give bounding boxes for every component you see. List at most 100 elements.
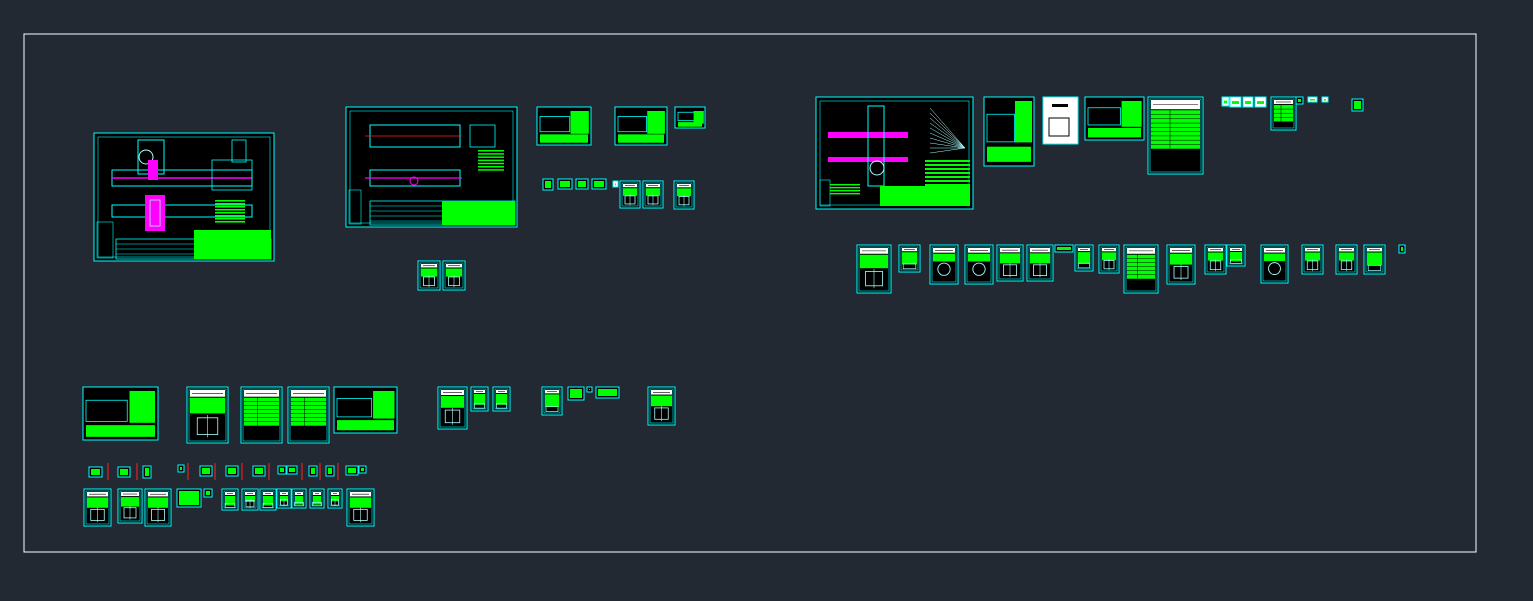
thumbnail-sheet-3[interactable] [575,178,589,190]
detail-sheet-27[interactable] [437,386,468,430]
detail-sheet-14[interactable] [1074,244,1094,272]
thumbnail-sheet-4[interactable] [591,178,607,190]
mini-assembly-sheet-6[interactable] [333,386,398,434]
white-sheet[interactable] [1042,96,1079,145]
thumbnail-sheet-15[interactable] [1398,244,1406,254]
column-assembly-sheet[interactable] [815,96,974,210]
detail-sheet-11[interactable] [964,244,994,285]
detail-sheet-22[interactable] [1335,244,1358,275]
thumbnail-sheet-9[interactable] [1254,96,1267,108]
thumbnail-sheet-20[interactable] [117,466,131,478]
detail-sheet-41[interactable] [309,488,325,509]
thumbnail-sheet-7[interactable] [1229,96,1242,108]
mini-assembly-sheet-5[interactable] [1084,96,1145,141]
thumbnail-sheet-1[interactable] [542,178,554,191]
detail-sheet-37[interactable] [241,488,259,511]
detail-sheet-28[interactable] [470,386,489,412]
detail-sheet-24[interactable] [186,386,229,444]
detail-sheet-20[interactable] [1260,244,1289,284]
thumbnail-sheet-31[interactable] [358,465,367,474]
detail-sheet-5[interactable] [417,260,441,291]
sheet-fill [180,467,182,470]
section-view [469,124,496,148]
detail-sheet-9[interactable] [898,244,921,273]
detail-sheet-10[interactable] [929,244,959,285]
part-outline [294,501,304,507]
detail-sheet-36[interactable] [221,488,239,511]
detail-sheet-1[interactable] [1147,96,1204,175]
beam-assembly-sheet[interactable] [345,106,518,228]
detail-sheet-25[interactable] [240,386,283,444]
thumbnail-sheet-27[interactable] [286,465,298,475]
thumbnail-sheet-2[interactable] [557,178,573,190]
thumbnail-sheet-11[interactable] [1307,96,1318,103]
thumbnail-sheet-26[interactable] [277,465,287,475]
detail-sheet-34[interactable] [144,488,172,527]
thumbnail-sheet-12[interactable] [1321,96,1329,103]
sheet-inner-frame [1303,246,1322,273]
detail-sheet-21[interactable] [1301,244,1324,275]
sheet-notes-block [1208,252,1223,261]
part-outline [496,403,507,409]
detail-sheet-8[interactable] [856,244,892,294]
detail-sheet-35[interactable] [346,488,375,527]
detail-sheet-2[interactable] [619,180,641,209]
detail-sheet-15[interactable] [1098,244,1120,274]
thumbnail-sheet-8[interactable] [1242,96,1254,108]
thumbnail-sheet-13[interactable] [1351,98,1364,112]
mini-assembly-sheet-1[interactable] [536,106,592,146]
detail-sheet-7[interactable] [1270,96,1297,131]
thumbnail-sheet-30[interactable] [345,465,359,476]
detail-sheet-12[interactable] [996,244,1024,282]
thumbnail-sheet-6[interactable] [1221,96,1230,107]
thumbnail-sheet-33[interactable] [203,488,213,498]
fan-hatch-line [929,137,966,149]
sheet-table [244,397,279,426]
thumbnail-sheet-25[interactable] [252,465,266,477]
thumbnail-sheet-29[interactable] [325,465,335,477]
detail-sheet-26[interactable] [287,386,330,444]
thumbnail-sheet-21[interactable] [142,465,152,479]
sheet-fill [280,468,284,472]
header-text [1052,104,1068,107]
detail-sheet-19[interactable] [1226,244,1246,267]
detail-sheet-39[interactable] [276,488,292,509]
detail-sheet-42[interactable] [327,488,343,509]
mini-assembly-sheet-4[interactable] [983,96,1035,167]
detail-sheet-18[interactable] [1204,244,1227,275]
sheet-notes-block [1170,253,1192,265]
thumbnail-sheet-24[interactable] [225,465,239,477]
sheet-fill-block [1230,252,1242,262]
thumbnail-sheet-14[interactable] [1054,244,1074,253]
thumbnail-sheet-17[interactable] [586,386,593,393]
detail-sheet-32[interactable] [83,488,112,527]
detail-sheet-30[interactable] [541,386,563,416]
detail-sheet-23[interactable] [1363,244,1386,275]
detail-sheet-31[interactable] [647,386,676,426]
gantry-assembly-sheet[interactable] [93,132,275,262]
mini-assembly-sheet-2[interactable] [614,106,668,146]
detail-sheet-4[interactable] [673,180,695,210]
thumbnail-sheet-22[interactable] [177,464,185,473]
thumbnail-sheet-19[interactable] [88,466,103,478]
detail-sheet-38[interactable] [259,488,277,511]
detail-sheet-6[interactable] [442,260,466,291]
thumbnail-sheet-16[interactable] [567,386,585,401]
sheet-inner-frame [858,246,890,292]
detail-sheet-3[interactable] [642,180,664,209]
thumbnail-sheet-32[interactable] [176,488,202,508]
detail-sheet-33[interactable] [117,488,143,524]
detail-sheet-40[interactable] [291,488,307,509]
mini-assembly-sheet-3[interactable] [674,106,706,129]
thumbnail-sheet-10[interactable] [1295,96,1304,105]
thumbnail-sheet-28[interactable] [308,465,318,477]
detail-sheet-16[interactable] [1123,244,1159,294]
detail-sheet-17[interactable] [1166,244,1196,285]
thumbnail-sheet-5[interactable] [612,180,619,188]
thumbnail-sheet-18[interactable] [595,386,620,399]
thumbnail-sheet-23[interactable] [199,465,213,477]
mini-assembly-sheet-7[interactable] [82,386,159,441]
detail-sheet-29[interactable] [492,386,511,412]
detail-sheet-13[interactable] [1026,244,1054,282]
